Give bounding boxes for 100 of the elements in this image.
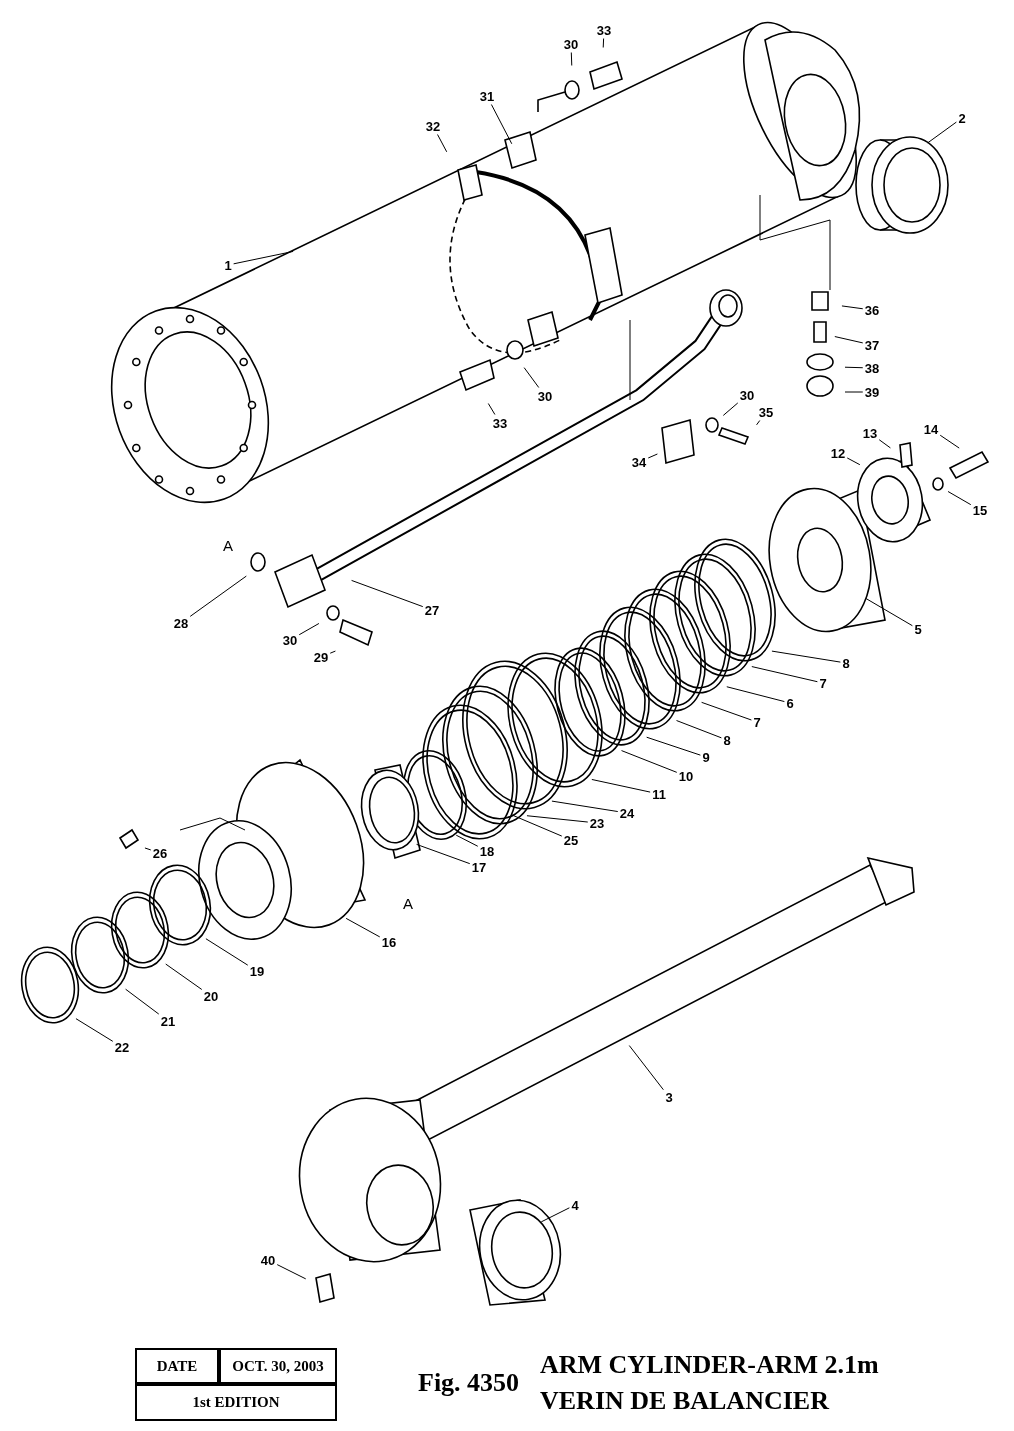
leader-line xyxy=(298,622,320,636)
callout-number: 30 xyxy=(536,388,554,404)
callout-number: 7 xyxy=(752,714,762,730)
leader-line xyxy=(125,988,160,1015)
leader-line xyxy=(751,666,818,683)
callout-number: 10 xyxy=(677,768,695,784)
leader-line xyxy=(621,750,678,773)
callout-number: 16 xyxy=(380,934,398,950)
figure-number: Fig. 4350 xyxy=(418,1368,520,1398)
leader-line xyxy=(878,439,891,449)
callout-number: 14 xyxy=(922,421,940,437)
callout-number: 4 xyxy=(570,1197,580,1213)
leader-line xyxy=(437,134,448,153)
leader-line xyxy=(205,938,249,966)
leader-line xyxy=(551,800,619,813)
leader-line xyxy=(927,121,957,144)
callout-number: 22 xyxy=(113,1039,131,1055)
callout-number: 34 xyxy=(630,454,648,470)
callout-number: 8 xyxy=(722,732,732,748)
leader-line xyxy=(351,579,424,608)
leader-line xyxy=(722,402,739,416)
section-marker: A xyxy=(223,536,233,554)
callout-number: 39 xyxy=(863,384,881,400)
leader-line xyxy=(329,650,336,654)
callout-number: 37 xyxy=(863,337,881,353)
callout-number: 11 xyxy=(651,786,667,802)
leader-line xyxy=(947,491,972,506)
leader-line xyxy=(75,1018,114,1042)
title-text: ARM CYLINDER-ARM 2.1m xyxy=(540,1350,879,1380)
callout-number: 40 xyxy=(259,1252,277,1268)
edition-text: 1st EDITION xyxy=(135,1384,337,1421)
leader-line xyxy=(756,420,761,426)
callout-number: 33 xyxy=(595,22,613,38)
callout-number: 15 xyxy=(971,502,989,518)
date-value: OCT. 30, 2003 xyxy=(219,1348,337,1384)
callout-number: 25 xyxy=(562,832,580,848)
leader-line xyxy=(834,336,864,344)
leader-line xyxy=(939,434,960,449)
leader-line xyxy=(841,305,864,310)
callout-number: 30 xyxy=(562,36,580,52)
callout-number: 33 xyxy=(491,415,509,431)
callout-number: 30 xyxy=(281,632,299,648)
callout-number: 6 xyxy=(785,695,795,711)
leader-line xyxy=(865,598,913,627)
callout-number: 18 xyxy=(478,843,496,859)
leader-line xyxy=(345,917,381,938)
leader-line xyxy=(540,1207,570,1223)
leader-line xyxy=(490,104,513,145)
leader-line xyxy=(165,963,203,990)
leader-line xyxy=(144,847,152,851)
leader-line xyxy=(647,453,658,459)
callout-number: 26 xyxy=(151,845,169,861)
title-text: VERIN DE BALANCIER xyxy=(540,1386,829,1416)
callout-number: 12 xyxy=(829,445,847,461)
leader-line xyxy=(726,686,785,703)
leader-line xyxy=(455,834,479,847)
leader-line xyxy=(523,367,540,388)
callout-number: 7 xyxy=(818,675,828,691)
callout-number: 19 xyxy=(248,963,266,979)
leader-line xyxy=(628,1045,664,1091)
leader-line xyxy=(416,843,471,865)
callout-number: 28 xyxy=(172,615,190,631)
callout-number: 24 xyxy=(618,805,636,821)
leader-line xyxy=(844,391,864,393)
leader-line xyxy=(844,366,864,369)
callout-number: 30 xyxy=(738,387,756,403)
callout-number: 13 xyxy=(861,425,879,441)
leader-line xyxy=(701,701,752,721)
leader-line xyxy=(526,815,589,823)
callout-number: 20 xyxy=(202,988,220,1004)
callout-number: 9 xyxy=(701,749,711,765)
leader-line xyxy=(276,1264,307,1280)
leader-line xyxy=(676,720,722,739)
section-marker: A xyxy=(403,894,413,912)
leader-line xyxy=(487,403,496,415)
date-heading: DATE xyxy=(135,1348,219,1384)
callout-number: 36 xyxy=(863,302,881,318)
callout-number: 21 xyxy=(159,1013,177,1029)
callout-number: 17 xyxy=(470,859,488,875)
callout-number: 5 xyxy=(913,621,923,637)
callout-number: 1 xyxy=(223,257,233,273)
leader-line xyxy=(591,779,651,793)
leader-line xyxy=(771,650,841,663)
leader-line xyxy=(602,38,605,48)
callout-number: 23 xyxy=(588,815,606,831)
leader-line xyxy=(189,575,247,617)
callout-number: 38 xyxy=(863,360,881,376)
callout-number: 32 xyxy=(424,118,442,134)
callout-number: 31 xyxy=(478,88,496,104)
callout-number: 27 xyxy=(423,602,441,618)
callout-number: 2 xyxy=(957,110,967,126)
callout-number: 35 xyxy=(757,404,775,420)
callout-number: 29 xyxy=(312,649,330,665)
leader-line xyxy=(646,736,701,756)
callout-number: 3 xyxy=(664,1089,674,1105)
leader-line xyxy=(570,52,573,66)
leader-line xyxy=(846,457,861,466)
callout-number: 8 xyxy=(841,655,851,671)
leader-line xyxy=(510,814,563,837)
leader-line xyxy=(233,250,294,265)
